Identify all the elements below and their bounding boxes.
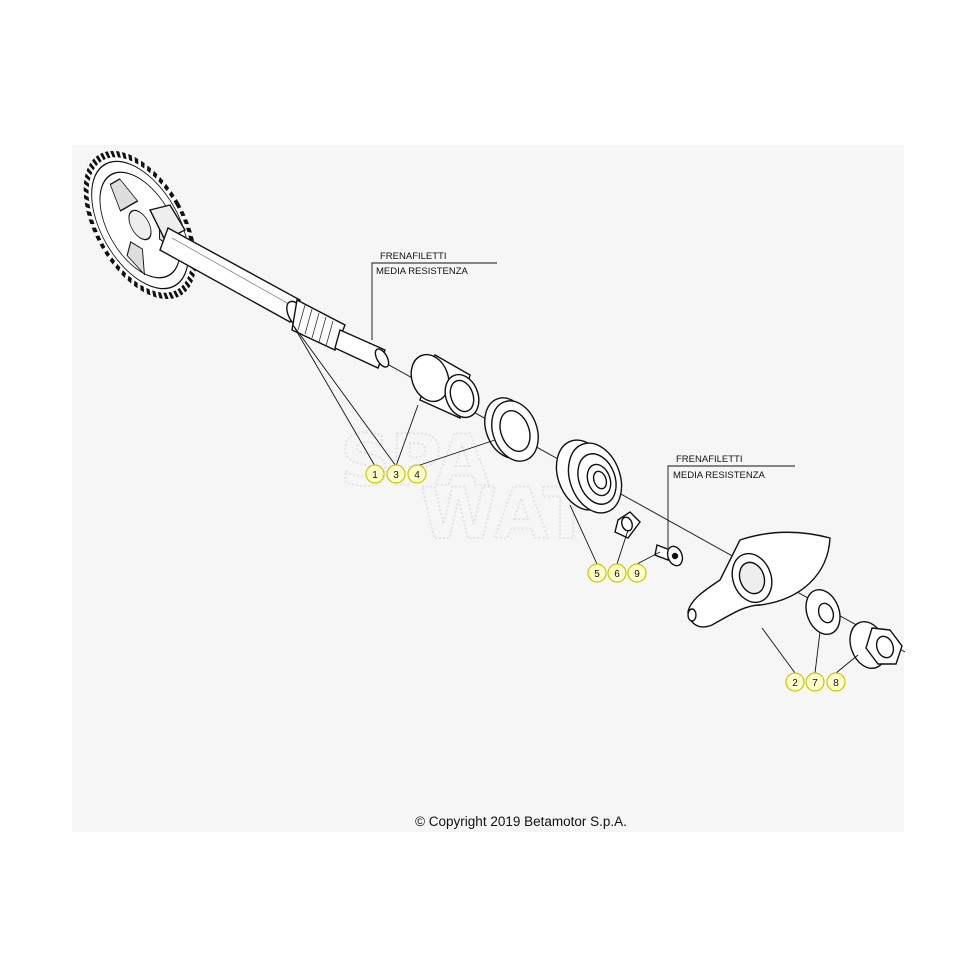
svg-text:7: 7 xyxy=(812,678,818,689)
callout-3[interactable]: 3 xyxy=(386,464,406,484)
copyright-notice: © Copyright 2019 Betamotor S.p.A. xyxy=(415,814,627,829)
washer xyxy=(805,589,841,635)
callout-4[interactable]: 4 xyxy=(407,464,427,484)
screw xyxy=(654,544,684,567)
watermark: SPA WAT xyxy=(339,419,592,556)
callout-6[interactable]: 6 xyxy=(607,563,627,583)
leader-lines xyxy=(292,262,859,674)
callout-9[interactable]: 9 xyxy=(627,563,647,583)
callout-5[interactable]: 5 xyxy=(587,563,607,583)
svg-text:9: 9 xyxy=(634,569,640,580)
callout-2[interactable]: 2 xyxy=(785,672,805,692)
note-2-line1: FRENAFILETTI xyxy=(676,454,743,465)
callout-7[interactable]: 7 xyxy=(805,672,825,692)
watermark-line1: SPA xyxy=(340,420,489,502)
svg-text:1: 1 xyxy=(372,470,378,481)
note-leader-2 xyxy=(667,465,795,548)
note-1-line1: FRENAFILETTI xyxy=(380,251,447,262)
note-leader-1 xyxy=(371,262,497,340)
kick-lever xyxy=(687,531,831,628)
flange-nut xyxy=(849,621,903,669)
note-threadlock-1: FRENAFILETTI MEDIA RESISTENZA xyxy=(376,251,469,277)
note-threadlock-2: FRENAFILETTI MEDIA RESISTENZA xyxy=(673,454,766,481)
svg-text:8: 8 xyxy=(833,678,839,689)
svg-text:2: 2 xyxy=(792,678,798,689)
svg-text:3: 3 xyxy=(393,470,399,481)
callout-group-a: 1 3 4 xyxy=(365,464,427,484)
oil-seal xyxy=(484,397,539,462)
svg-text:5: 5 xyxy=(594,569,600,580)
callout-1[interactable]: 1 xyxy=(365,464,385,484)
svg-text:4: 4 xyxy=(414,470,420,481)
shaft xyxy=(159,226,390,369)
ball-bearing xyxy=(555,439,623,514)
svg-text:6: 6 xyxy=(614,569,620,580)
note-2-line2: MEDIA RESISTENZA xyxy=(673,470,766,481)
callout-group-c: 2 7 8 xyxy=(785,672,846,692)
bushing xyxy=(410,353,480,419)
lock-plate xyxy=(614,511,641,539)
gear xyxy=(83,150,197,300)
note-1-line2: MEDIA RESISTENZA xyxy=(376,266,469,277)
callout-8[interactable]: 8 xyxy=(826,672,846,692)
callout-group-b: 5 6 9 xyxy=(587,563,647,583)
